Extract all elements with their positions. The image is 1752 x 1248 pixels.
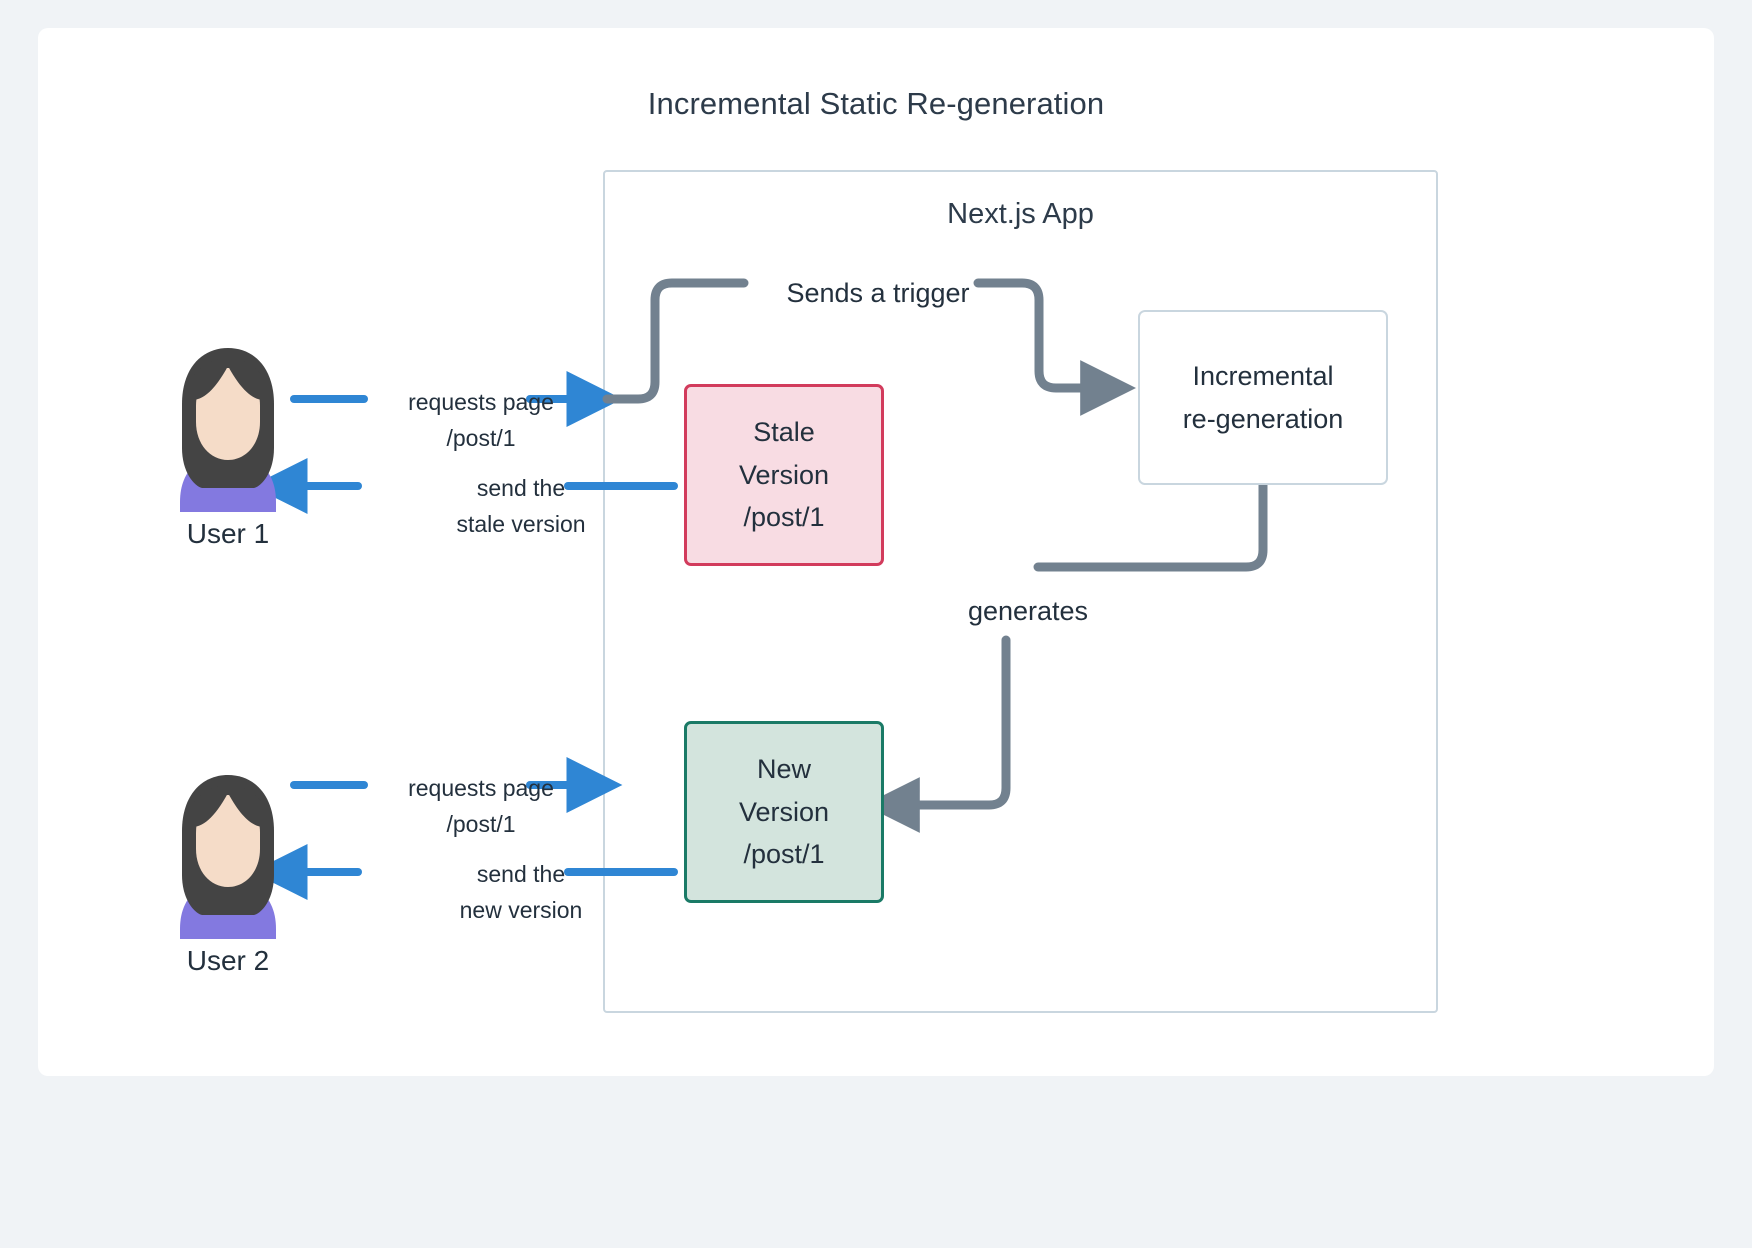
edge-label-send-new-version: send the new version (459, 861, 583, 923)
node-stale-version[interactable]: Stale Version /post/1 (684, 384, 884, 566)
edge-label-requests-page-2: requests page /post/1 (408, 775, 554, 837)
user-1-label: User 1 (186, 518, 270, 549)
diagram-card: Incremental Static Re-generation Next.js… (38, 28, 1714, 1076)
regen-line-1: Incremental (1192, 360, 1334, 391)
user-avatar-icon (180, 348, 276, 512)
connectors-layer (251, 278, 1268, 900)
node-incremental-regeneration[interactable]: Incremental re-generation (1138, 310, 1388, 485)
edge-label-send-stale-version: send the stale version (456, 475, 586, 537)
nextjs-app-container (603, 170, 1438, 1013)
stale-line-1: Stale (753, 417, 815, 448)
page-title: Incremental Static Re-generation (647, 86, 1105, 121)
regen-line-2: re-generation (1182, 403, 1344, 434)
new-line-2: Version (738, 796, 830, 827)
node-new-version[interactable]: New Version /post/1 (684, 721, 884, 903)
user-avatar-icon (180, 775, 276, 939)
edge-label-sends-a-trigger: Sends a trigger (786, 278, 970, 308)
stale-line-2: Version (738, 459, 830, 490)
nextjs-app-label: Next.js App (947, 198, 1094, 230)
edge-label-requests-page-1: requests page /post/1 (408, 389, 554, 451)
edge-label-generates: generates (967, 596, 1089, 626)
edge-sends-a-trigger (602, 278, 1136, 416)
new-line-1: New (756, 754, 811, 785)
new-line-3: /post/1 (743, 839, 825, 870)
edge-generates (864, 480, 1268, 833)
user-2-label: User 2 (186, 945, 270, 976)
stale-line-3: /post/1 (743, 502, 825, 533)
